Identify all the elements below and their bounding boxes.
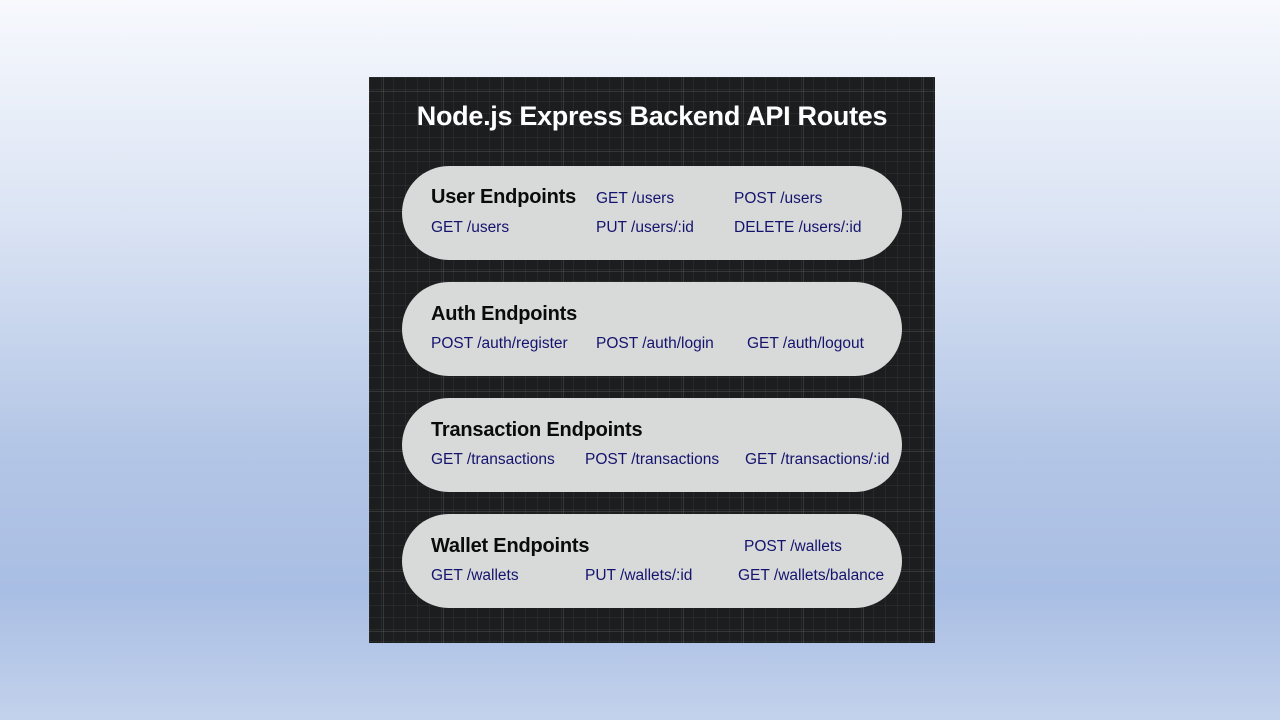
route-auth-login: POST /auth/login [596, 335, 714, 352]
route-get-wallets: GET /wallets [431, 567, 519, 584]
route-post-wallets: POST /wallets [744, 538, 842, 555]
panel-title: Node.js Express Backend API Routes [416, 101, 888, 131]
route-get-transactions: GET /transactions [431, 451, 555, 468]
transaction-endpoints-title: Transaction Endpoints [431, 419, 643, 441]
route-post-users: POST /users [734, 190, 823, 207]
route-get-users-list: GET /users [431, 219, 510, 236]
route-auth-register: POST /auth/register [431, 335, 568, 352]
wallet-endpoints-title: Wallet Endpoints [431, 535, 590, 557]
route-delete-user: DELETE /users/:id [734, 219, 862, 236]
user-endpoints-title: User Endpoints [431, 186, 576, 208]
route-put-wallet: PUT /wallets/:id [585, 567, 693, 584]
route-get-wallet-balance: GET /wallets/balance [738, 567, 885, 584]
wallet-endpoints-card: Wallet Endpoints POST /wallets GET /wall… [402, 514, 902, 608]
api-routes-panel: Node.js Express Backend API Routes User … [369, 77, 935, 643]
auth-endpoints-title: Auth Endpoints [431, 303, 578, 325]
auth-endpoints-card: Auth Endpoints POST /auth/register POST … [402, 282, 902, 376]
route-post-transactions: POST /transactions [585, 451, 720, 468]
route-auth-logout: GET /auth/logout [747, 335, 864, 352]
transaction-endpoints-card: Transaction Endpoints GET /transactions … [402, 398, 902, 492]
route-put-user: PUT /users/:id [596, 219, 694, 236]
route-get-transaction: GET /transactions/:id [745, 451, 890, 468]
user-endpoints-card: User Endpoints GET /users POST /users GE… [402, 166, 902, 260]
route-get-users: GET /users [596, 190, 675, 207]
